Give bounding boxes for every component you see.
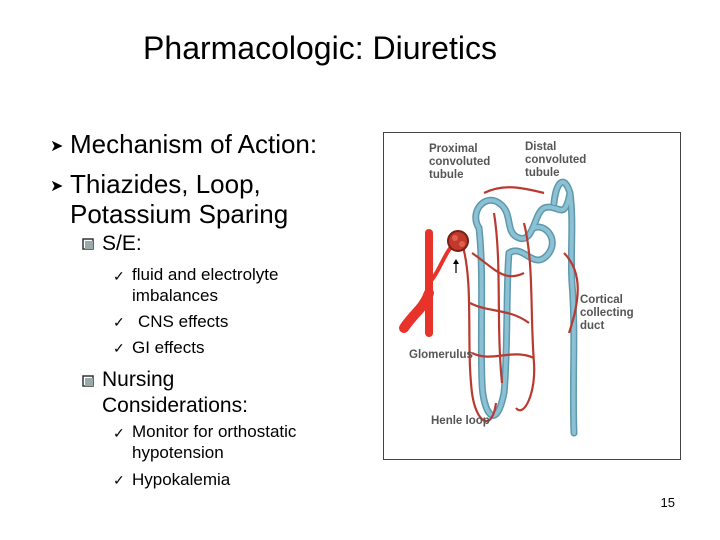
checkmark-icon: ✓ xyxy=(113,314,125,330)
label-collecting-duct: Cortical collecting duct xyxy=(580,294,634,332)
se-item: fluid and electrolyte imbalances xyxy=(132,265,279,305)
checkmark-icon: ✓ xyxy=(113,425,125,441)
checkmark-icon: ✓ xyxy=(113,268,125,284)
checkmark-icon: ✓ xyxy=(113,340,125,356)
label-proximal-tubule: Proximal convoluted tubule xyxy=(429,143,491,181)
bullet-mechanism: Mechanism of Action: xyxy=(70,129,318,159)
page-number: 15 xyxy=(660,495,675,510)
label-henle-loop: Henle loop xyxy=(431,415,490,427)
checkmark-icon: ✓ xyxy=(113,472,125,488)
nursing-item: Hypokalemia xyxy=(132,470,231,489)
se-heading: S/E: xyxy=(102,232,142,255)
arrow-bullet-icon: ➤ xyxy=(50,138,64,155)
slide-title: Pharmacologic: Diuretics xyxy=(143,30,497,66)
arrow-bullet-icon: ➤ xyxy=(50,178,64,195)
se-item: GI effects xyxy=(132,338,205,357)
label-glomerulus: Glomerulus xyxy=(409,349,473,361)
label-distal-tubule: Distal convoluted tubule xyxy=(525,141,587,179)
nursing-heading: Nursing Considerations: xyxy=(102,368,248,417)
bullet-drug-classes: Thiazides, Loop, Potassium Sparing xyxy=(70,169,289,229)
square-bullet-icon xyxy=(82,374,94,387)
nephron-diagram: Proximal convoluted tubule Distal convol… xyxy=(383,132,681,460)
square-bullet-icon xyxy=(82,237,94,250)
nursing-item: Monitor for orthostatic hypotension xyxy=(132,422,297,462)
nephron-illustration xyxy=(399,178,579,437)
se-item: CNS effects xyxy=(138,312,229,331)
